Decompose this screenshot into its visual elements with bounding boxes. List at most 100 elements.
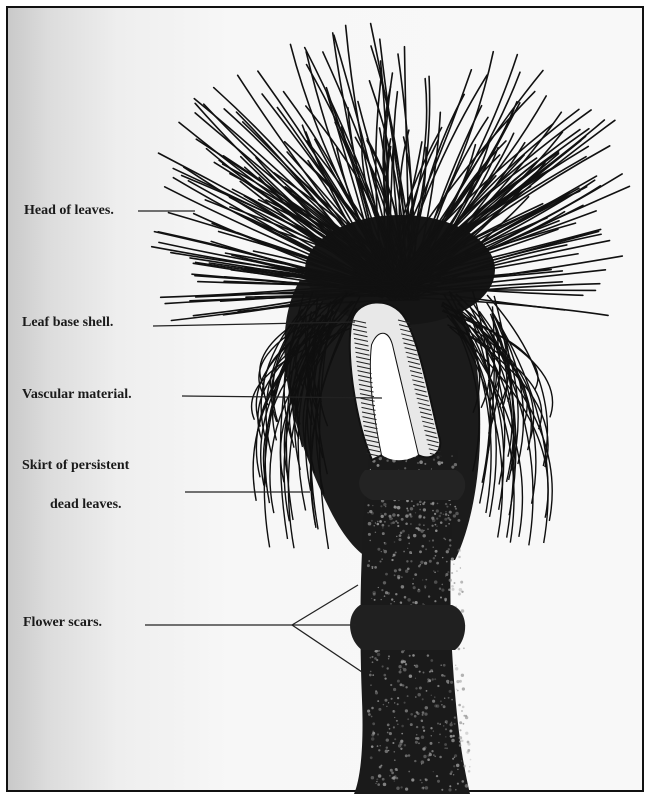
trunk-speck [441, 789, 443, 791]
trunk-speck [422, 726, 425, 729]
trunk-speck [458, 648, 461, 651]
trunk-speck [425, 706, 428, 709]
trunk-speck [457, 519, 460, 522]
trunk-speck [444, 518, 447, 521]
trunk-speck [394, 601, 395, 602]
trunk-speck [457, 690, 459, 692]
leader-flower-scars-upper [292, 585, 358, 625]
trunk-speck [449, 539, 452, 542]
trunk-speck [380, 745, 381, 746]
trunk-speck [377, 733, 379, 735]
trunk-speck [433, 754, 434, 755]
trunk-speck [377, 653, 380, 656]
trunk-speck [446, 506, 448, 508]
trunk-speck [451, 558, 454, 561]
trunk-speck [445, 511, 447, 513]
trunk-speck [419, 501, 422, 504]
trunk-speck [449, 690, 452, 693]
trunk-speck [412, 654, 415, 657]
trunk-speck [399, 670, 402, 673]
trunk-speck [460, 581, 463, 584]
trunk-speck [450, 681, 453, 684]
trunk-speck [390, 769, 393, 772]
trunk-speck [395, 551, 397, 553]
trunk-speck [403, 551, 405, 553]
trunk-speck [444, 747, 446, 749]
trunk-speck [443, 675, 445, 677]
trunk-speck [440, 597, 442, 599]
trunk-speck [370, 671, 372, 673]
trunk-speck [448, 788, 451, 791]
trunk-speck [425, 786, 429, 790]
trunk-speck [449, 544, 451, 546]
trunk-speck [408, 534, 410, 536]
trunk-speck [444, 539, 446, 541]
trunk-speck [371, 737, 374, 740]
trunk-speck [416, 734, 418, 736]
trunk-speck [456, 689, 457, 690]
trunk-speck [453, 774, 454, 775]
trunk-speck [414, 760, 416, 762]
trunk-speck [370, 756, 373, 759]
trunk-speck [421, 545, 424, 548]
trunk-speck [419, 550, 422, 553]
trunk-speck [377, 745, 379, 747]
trunk-speck [431, 750, 433, 752]
trunk-speck [396, 787, 399, 790]
trunk-speck [445, 525, 447, 527]
trunk-speck [384, 521, 386, 523]
trunk-speck [422, 603, 423, 604]
trunk-speck [441, 584, 443, 586]
trunk-speck [415, 602, 417, 604]
trunk-speck [371, 656, 373, 658]
trunk-speck [394, 569, 397, 572]
trunk-speck [456, 764, 459, 767]
trunk-speck [442, 557, 443, 558]
trunk-speck [468, 770, 471, 773]
trunk-speck [438, 461, 442, 465]
trunk-speck [449, 785, 451, 787]
trunk-speck [400, 744, 402, 746]
trunk-speck [375, 532, 376, 533]
trunk-speck [451, 739, 455, 743]
trunk-speck [426, 690, 428, 692]
trunk-speck [407, 548, 408, 549]
trunk-speck [445, 599, 447, 601]
trunk-speck [433, 570, 434, 571]
trunk-speck [409, 513, 411, 515]
trunk-speck [422, 747, 425, 750]
trunk-speck [398, 665, 401, 668]
trunk-speck [375, 522, 376, 523]
trunk-speck [417, 589, 420, 592]
trunk-speck [421, 760, 425, 764]
trunk-speck [430, 742, 433, 745]
trunk-speck [397, 697, 399, 699]
trunk-speck [453, 514, 456, 517]
trunk-speck [409, 551, 412, 554]
trunk-speck [371, 520, 373, 522]
trunk-speck [434, 513, 436, 515]
trunk-speck [421, 735, 424, 738]
trunk-speck [388, 525, 390, 527]
trunk-speck [431, 735, 432, 736]
trunk-speck [383, 549, 384, 550]
trunk-speck [460, 567, 461, 568]
trunk-speck [407, 718, 409, 720]
trunk-speck [456, 570, 458, 572]
trunk-speck [380, 513, 381, 514]
trunk-speck [425, 579, 427, 581]
trunk-speck [392, 742, 394, 744]
trunk-speck [429, 560, 432, 563]
trunk-speck [417, 462, 419, 464]
trunk-speck [401, 518, 404, 521]
trunk-speck [445, 728, 447, 730]
trunk-speck [469, 766, 470, 767]
trunk-speck [379, 560, 381, 562]
trunk-speck [447, 571, 449, 573]
trunk-speck [410, 560, 412, 562]
trunk-speck [432, 503, 435, 506]
trunk-speck [394, 751, 396, 753]
trunk-speck [430, 659, 433, 662]
trunk-speck [459, 721, 462, 724]
trunk-speck [435, 555, 437, 557]
